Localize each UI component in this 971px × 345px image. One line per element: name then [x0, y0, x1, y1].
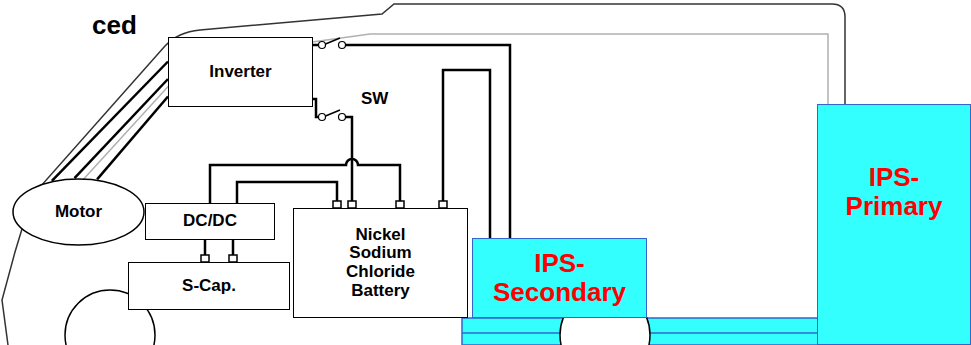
switch-blade	[326, 110, 341, 116]
power-wire	[52, 62, 168, 181]
ips-label: IPS-Primary	[834, 163, 954, 220]
switch-contact	[339, 42, 346, 49]
component-label: Nickel Sodium Chloride Battery	[336, 226, 426, 301]
terminal	[348, 201, 356, 208]
vehicle-outline	[2, 4, 845, 345]
ellipse-shape	[13, 179, 144, 245]
component-box: S-Cap.	[128, 262, 290, 310]
component-box: DC/DC	[145, 203, 275, 240]
power-wire	[313, 99, 356, 208]
wire-line	[52, 62, 168, 181]
power-wire	[201, 240, 237, 262]
terminal	[229, 255, 237, 262]
wire-line	[313, 99, 352, 208]
component-box: Inverter	[168, 37, 313, 107]
switch-contact	[319, 114, 326, 121]
switch-blade	[326, 38, 341, 44]
component-label: Motor	[55, 203, 102, 222]
ips-label: IPS-Secondary	[480, 249, 640, 306]
switch-contact	[339, 114, 346, 121]
motor-ellipse: Motor	[12, 178, 145, 246]
switch-contact	[319, 42, 326, 49]
wire-line	[97, 97, 168, 180]
wire-line	[75, 79, 168, 178]
terminal	[439, 201, 447, 208]
heading: ced	[92, 10, 137, 41]
wire-line	[210, 159, 400, 208]
component-label: DC/DC	[183, 212, 237, 231]
ips-box: IPS-Primary	[817, 104, 971, 345]
component-label: S-Cap.	[182, 277, 236, 296]
component-box: Nickel Sodium Chloride Battery	[293, 208, 468, 318]
power-wire	[210, 159, 404, 208]
terminal	[333, 201, 341, 208]
switch-label: SW	[361, 89, 388, 109]
component-label: Inverter	[209, 63, 271, 82]
terminal	[396, 201, 404, 208]
terminal	[201, 255, 209, 262]
ips-box: IPS-Secondary	[472, 238, 647, 318]
